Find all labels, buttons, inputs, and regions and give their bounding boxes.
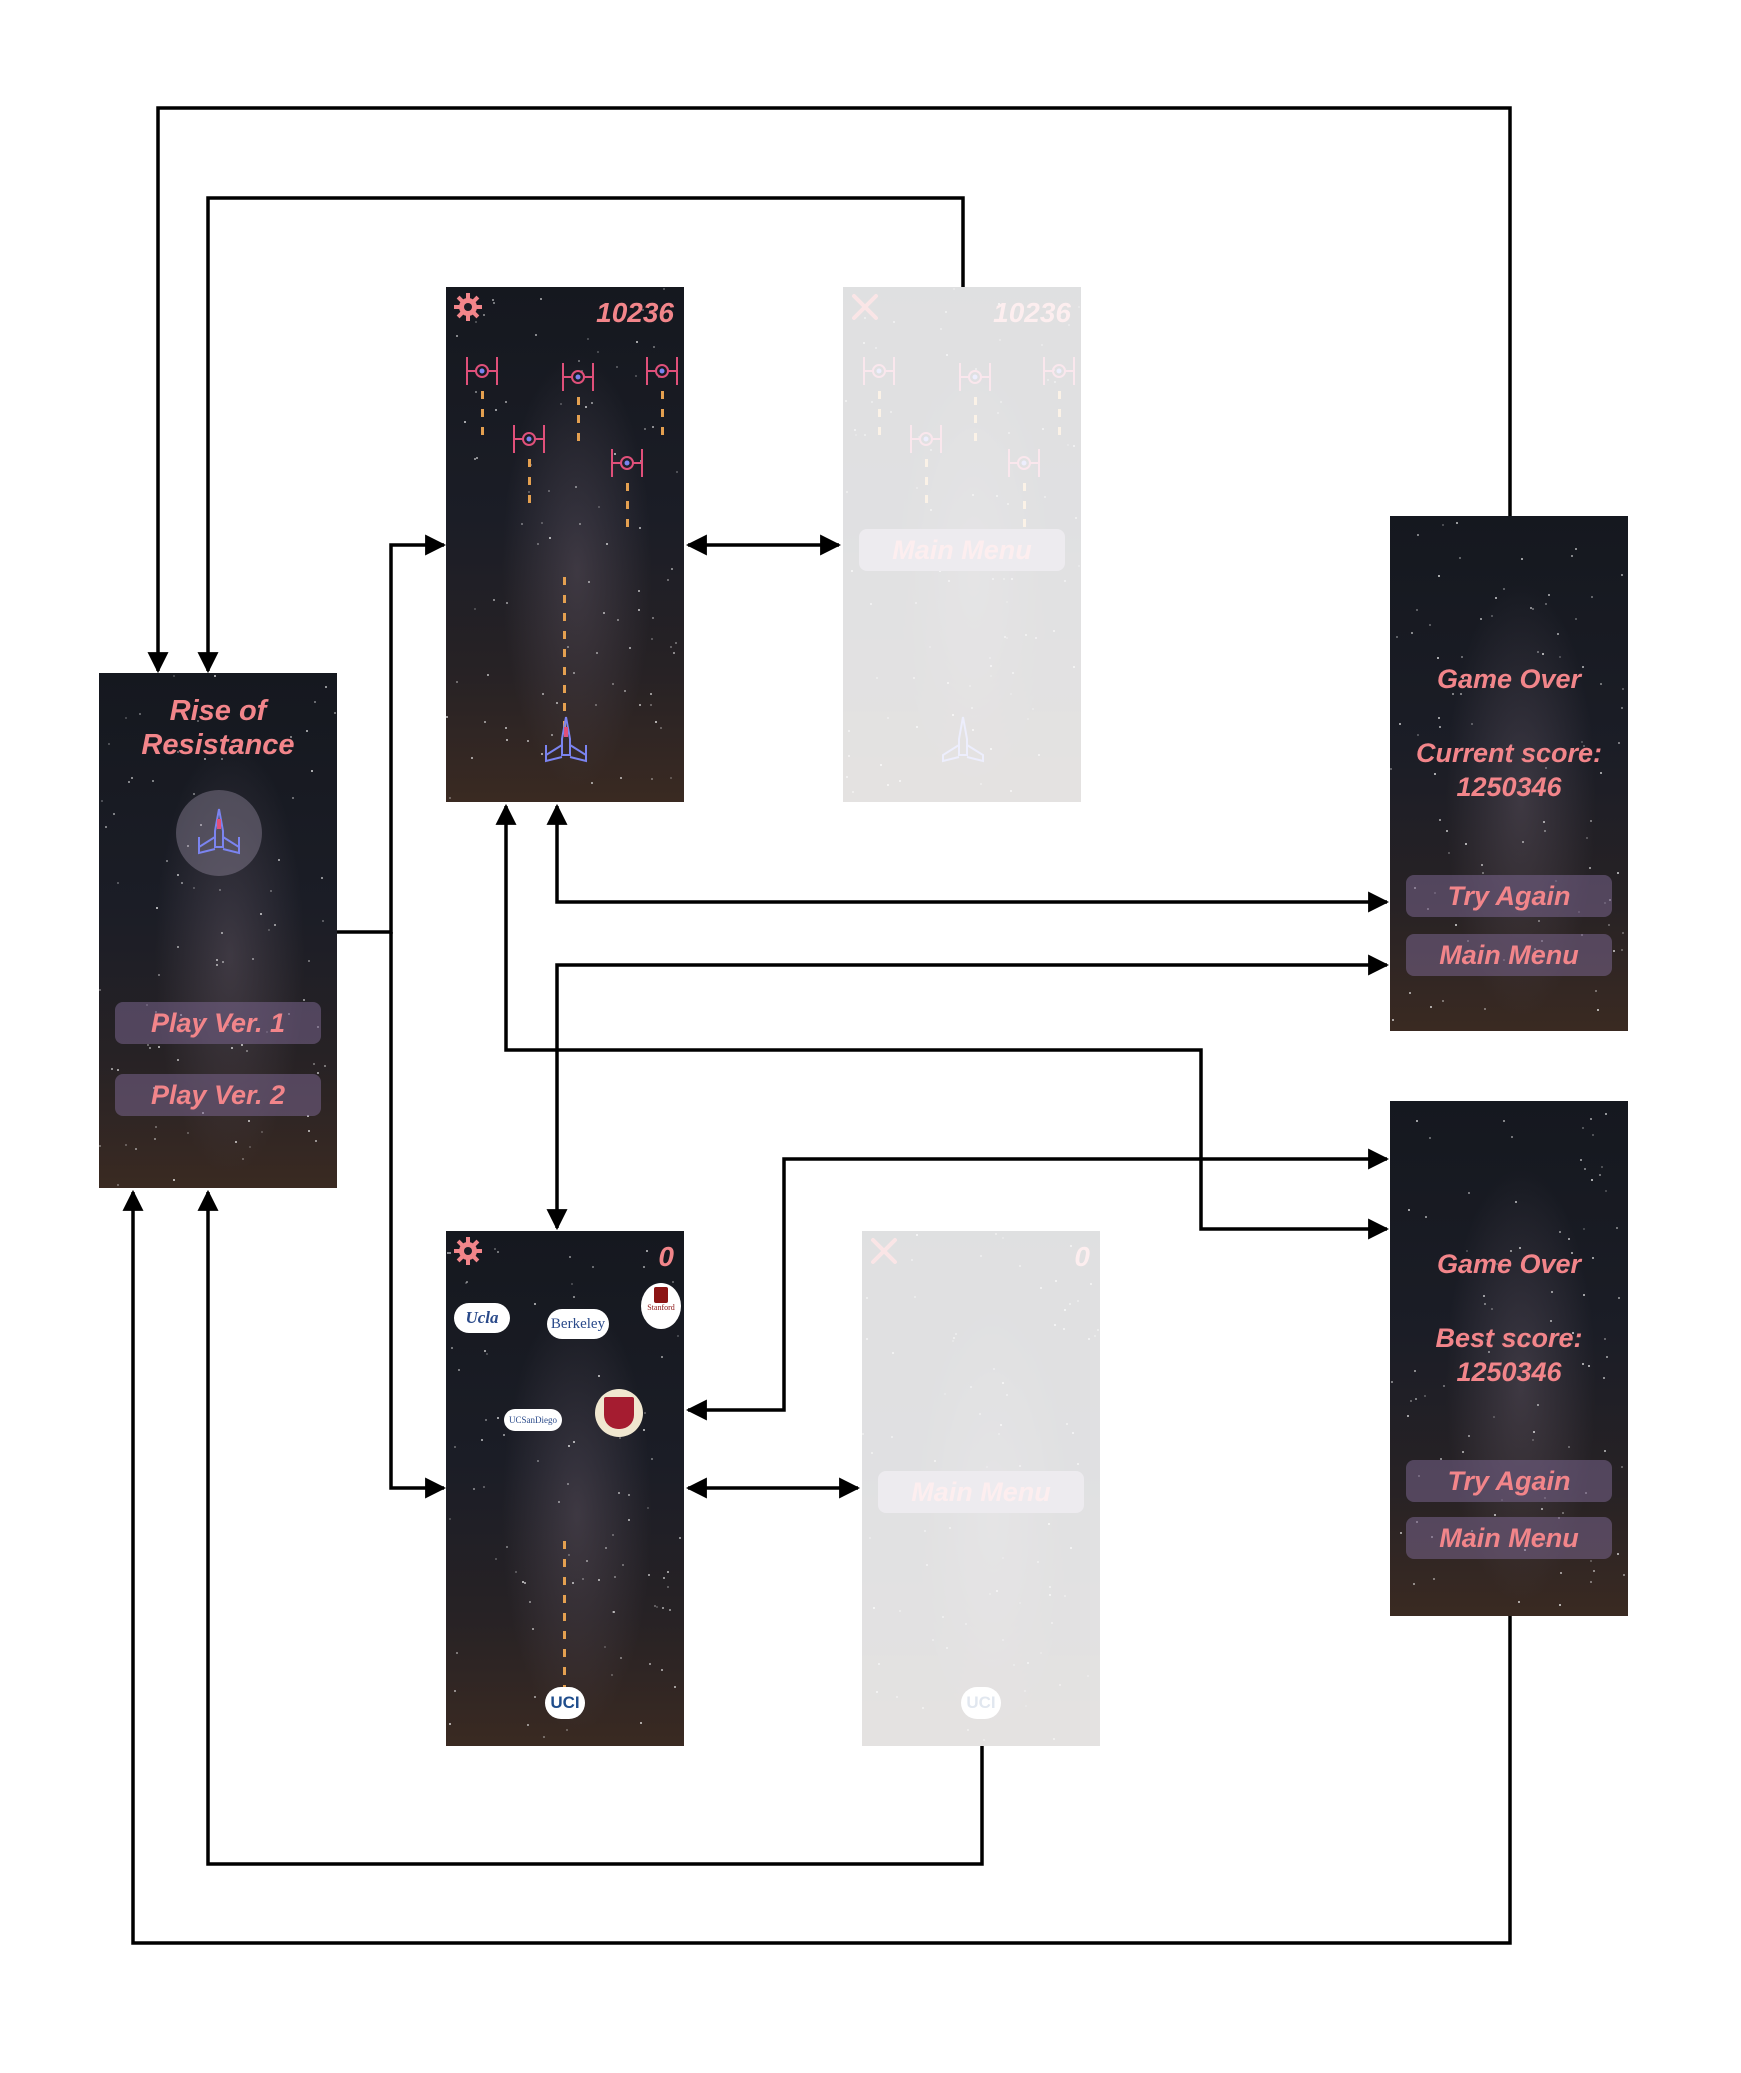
edge-game1-gameover-best	[506, 806, 1387, 1229]
edge-pause2-to-menu	[208, 1192, 982, 1864]
edge-pause1-to-menu	[208, 198, 963, 671]
edge-game2-gameover-best	[688, 1159, 1387, 1410]
edge-gameover-current-to-menu	[158, 108, 1510, 671]
edge-menu-to-game1	[337, 545, 444, 932]
edge-game2-gameover-current	[557, 965, 1387, 1228]
edge-game1-gameover-current	[557, 806, 1387, 902]
edge-menu-to-game2	[391, 932, 444, 1488]
edge-gameover-best-to-menu	[133, 1192, 1510, 1943]
